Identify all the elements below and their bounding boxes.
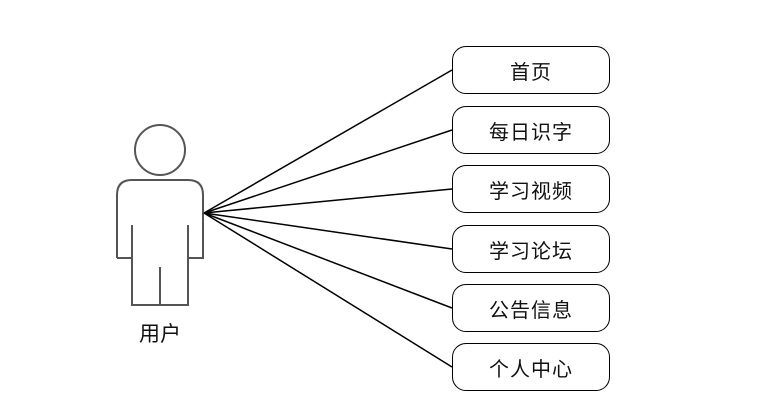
use-case-5[interactable]: 公告信息 <box>452 284 610 332</box>
actor-body <box>116 179 204 306</box>
use-case-6[interactable]: 个人中心 <box>452 343 610 391</box>
use-case-label: 学习视频 <box>489 178 573 203</box>
actor-icon <box>116 124 204 306</box>
actor-head <box>134 124 186 176</box>
association-line-4 <box>203 212 453 250</box>
actor-label: 用户 <box>139 322 181 346</box>
association-line-6 <box>203 212 453 368</box>
use-case-label: 公告信息 <box>489 297 573 322</box>
use-case-label: 学习论坛 <box>489 238 573 263</box>
use-case-label: 个人中心 <box>489 356 573 381</box>
use-case-3[interactable]: 学习视频 <box>452 165 610 213</box>
use-case-1[interactable]: 首页 <box>452 46 610 94</box>
association-line-5 <box>203 212 453 309</box>
use-case-2[interactable]: 每日识字 <box>452 106 610 154</box>
association-lines <box>203 69 453 368</box>
association-line-1 <box>203 69 453 214</box>
association-line-3 <box>203 188 453 214</box>
use-case-label: 每日识字 <box>489 119 573 144</box>
use-case-label: 首页 <box>510 59 552 84</box>
use-case-4[interactable]: 学习论坛 <box>452 225 610 273</box>
association-line-2 <box>203 129 453 214</box>
